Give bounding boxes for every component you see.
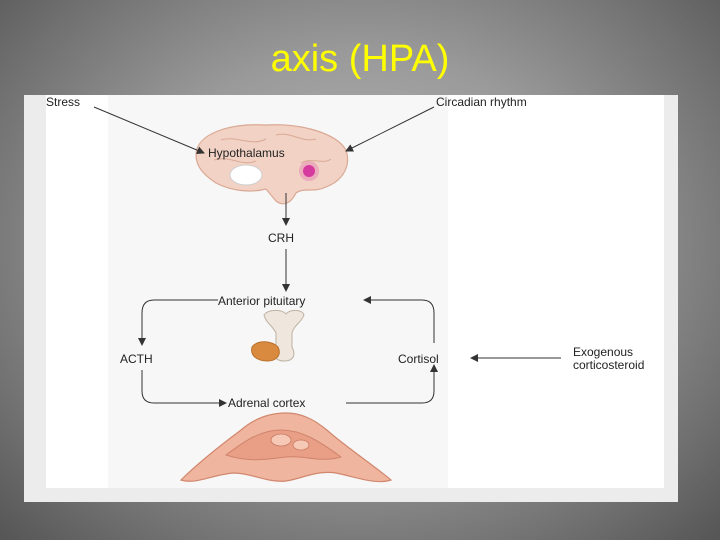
arrow-acth-to-adrenal (141, 370, 227, 407)
label-cortisol: Cortisol (398, 352, 439, 366)
label-crh: CRH (268, 231, 294, 245)
pituitary-gland (251, 341, 280, 362)
label-hypothalamus: Hypothalamus (208, 146, 285, 160)
pituitary-illustration (251, 309, 305, 362)
label-exogenous-line2: corticosteroid (573, 358, 644, 372)
cerebellum-shape (229, 164, 263, 186)
arrow-pituitary-to-acth (138, 299, 218, 346)
label-anterior-pituitary: Anterior pituitary (218, 294, 305, 308)
hpa-diagram: Stress Circadian rhythm Hypothalamus CRH… (46, 95, 664, 488)
figure-frame: Stress Circadian rhythm Hypothalamus CRH… (24, 95, 678, 502)
label-exogenous-line1: Exogenous (573, 345, 633, 359)
arrow-cortisol-to-pituitary (363, 296, 435, 343)
arrow-stress-to-hypothalamus (93, 106, 205, 154)
label-stress: Stress (46, 95, 80, 109)
slide-title: axis (HPA) (270, 38, 450, 80)
hpa-diagram-svg: Stress Circadian rhythm Hypothalamus CRH… (46, 95, 644, 488)
brain-illustration (195, 124, 349, 205)
diagram-arrows (93, 106, 561, 407)
arrow-adrenal-to-cortisol (346, 364, 438, 404)
arrow-circadian-to-hypothalamus (345, 106, 435, 152)
adrenal-illustration (179, 412, 393, 483)
label-adrenal-cortex: Adrenal cortex (228, 396, 305, 410)
hypothalamus-dot (303, 165, 315, 177)
label-circadian-rhythm: Circadian rhythm (436, 95, 527, 109)
label-acth: ACTH (120, 352, 153, 366)
